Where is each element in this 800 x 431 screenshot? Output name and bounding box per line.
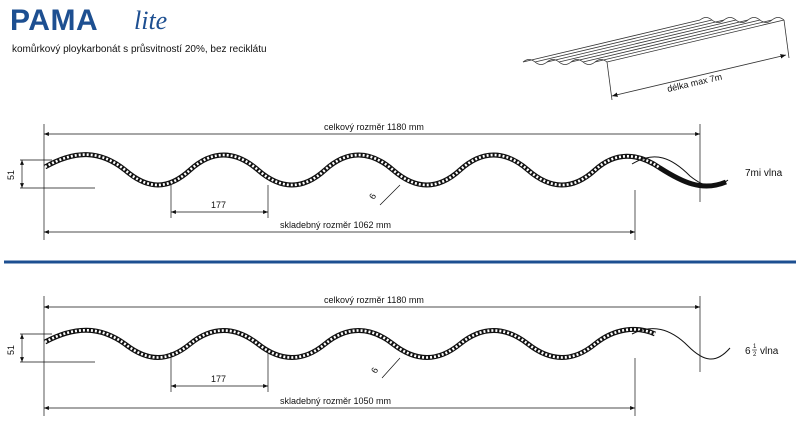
overall-dimension-label: celkový rozměr 1180 mm xyxy=(324,122,424,132)
wave-profile-outer xyxy=(43,152,727,189)
wave-count-fraction-numerator: 1 xyxy=(753,344,757,350)
wave-profile-outer xyxy=(43,326,657,360)
sheet-perspective-drawing xyxy=(522,17,790,101)
overlap-wave xyxy=(631,328,731,360)
wave-count-fraction-denominator: 2 xyxy=(753,352,757,358)
pitch-label: 177 xyxy=(211,200,226,210)
wave-count-whole: 6 xyxy=(745,346,751,357)
profile-7-wave: celkový rozměr 1180 mm skladebný rozměr … xyxy=(6,122,783,240)
laying-dimension-label: skladebný rozměr 1062 mm xyxy=(280,220,391,230)
sheet-back-edge xyxy=(699,17,785,23)
overall-dimension-label: celkový rozměr 1180 mm xyxy=(324,295,424,305)
wave-profile-inner xyxy=(44,328,656,359)
height-label: 51 xyxy=(6,345,16,355)
brand-name: PAMA xyxy=(10,4,99,37)
thickness-label: 6 xyxy=(369,366,380,375)
sheet-front-edge xyxy=(522,59,608,65)
sheet-length-dim xyxy=(611,54,787,97)
brand-suffix: lite xyxy=(134,6,168,35)
wave-count-suffix: vlna xyxy=(760,346,779,357)
thickness-label: 6 xyxy=(367,192,378,201)
product-subtitle: komůrkový ploykarbonát s průsvitností 20… xyxy=(12,44,267,55)
wave-count-label: 7mi vlna xyxy=(745,168,783,179)
wave-profile-inner xyxy=(44,153,661,187)
overlap-wave xyxy=(631,156,729,187)
thickness-dimension-line xyxy=(381,357,401,379)
height-label: 51 xyxy=(6,170,16,180)
profile-6-half-wave: celkový rozměr 1180 mm skladebný rozměr … xyxy=(6,295,779,416)
sheet-length-label: délka max 7m xyxy=(666,72,723,94)
pitch-label: 177 xyxy=(211,374,226,384)
wave-count-label: 6 1 2 vlna xyxy=(745,344,779,358)
laying-dimension-label: skladebný rozměr 1050 mm xyxy=(280,396,391,406)
thickness-dimension-line xyxy=(379,184,401,206)
